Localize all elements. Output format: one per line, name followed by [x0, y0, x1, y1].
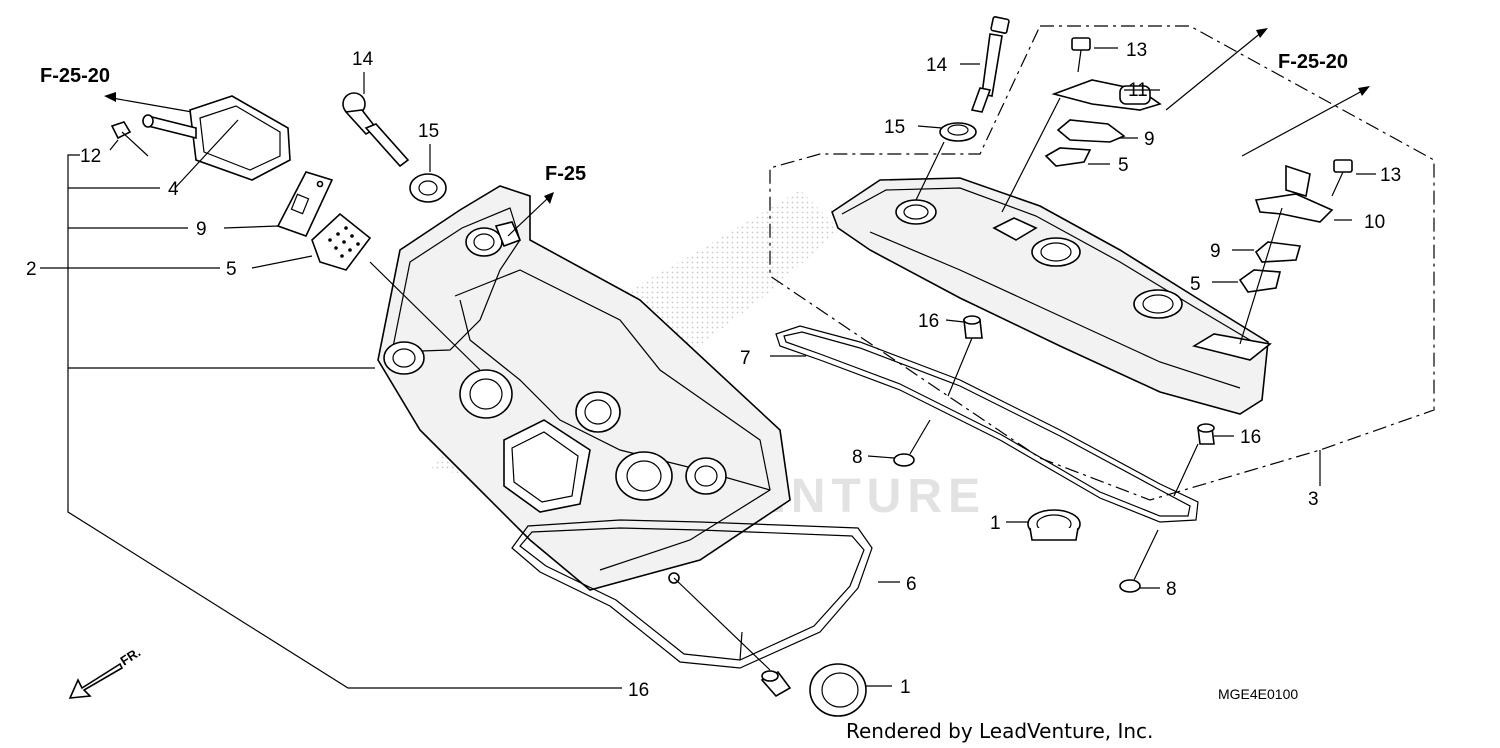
part-12-bolt: [109, 121, 149, 157]
part-15-left-grommet: [409, 144, 447, 203]
callout-16-bottom: 16: [628, 680, 649, 701]
callout-15-right: 15: [884, 117, 905, 138]
part-16-bottom-left: [673, 577, 792, 698]
part-10-pipe: [1254, 164, 1352, 223]
part-13-upper: [1071, 37, 1118, 73]
callout-16-right-top: 16: [918, 311, 939, 332]
part-9-upper-right: [1056, 119, 1138, 143]
callout-5-top-right: 5: [1118, 155, 1129, 176]
part-1-bottom-seal: [809, 663, 892, 717]
part-14-right-bolt: [960, 16, 1010, 113]
part-11-pipe: [1051, 79, 1162, 111]
bracket-2: [40, 154, 622, 689]
front-direction-arrow: FR.: [68, 645, 143, 699]
callout-5-mid-right: 5: [1190, 274, 1201, 295]
callout-5-left: 5: [226, 259, 237, 280]
leaders-center-left: [223, 225, 900, 583]
callout-12: 12: [80, 146, 101, 167]
left-cylinder-head-cover: [377, 185, 791, 591]
part-5-left: [311, 212, 372, 271]
callout-13-top: 13: [1126, 40, 1147, 61]
part-5-upper-right: [1044, 147, 1110, 167]
callout-1-bottom: 1: [900, 677, 911, 698]
callout-13-mid: 13: [1380, 165, 1401, 186]
callout-3: 3: [1308, 489, 1319, 510]
part-14-left-bolt: [342, 72, 410, 168]
callout-8-bottom: 8: [1166, 579, 1177, 600]
part-4-housing: [142, 95, 291, 189]
callout-2: 2: [26, 259, 37, 280]
bracket-3: [769, 25, 1435, 501]
part-1-right-seal: [1006, 509, 1081, 541]
part-8-lower: [1119, 529, 1160, 593]
callout-14-left: 14: [352, 49, 374, 70]
callout-7: 7: [740, 348, 751, 369]
callout-9-left: 9: [196, 219, 207, 240]
callout-4: 4: [168, 179, 179, 200]
callout-11: 11: [1128, 80, 1148, 101]
callout-8-top: 8: [852, 447, 863, 468]
callout-10: 10: [1364, 212, 1385, 233]
part-15-right: [917, 122, 977, 142]
part-13-mid-right: [1331, 159, 1376, 197]
label-center-f25: F-25: [545, 163, 586, 185]
callout-14-right: 14: [926, 55, 948, 76]
callout-16-right: 16: [1240, 427, 1261, 448]
label-left-f25-20: F-25-20: [40, 65, 110, 87]
left-reference-arrow: [104, 92, 193, 113]
part-9-left: [276, 171, 334, 237]
part-7-right-gasket: [775, 325, 1199, 523]
right-cylinder-head-cover: [831, 177, 1272, 415]
callout-1-right: 1: [990, 513, 1001, 534]
part-8-upper: [867, 419, 931, 467]
callout-6: 6: [906, 574, 917, 595]
callout-9-mid-right: 9: [1210, 241, 1221, 262]
part-16-right-upper: [945, 315, 983, 397]
right-reference-arrow: [1165, 28, 1370, 157]
center-reference-arrow: [507, 192, 554, 237]
part-5-mid-right: [1212, 269, 1282, 293]
render-credit: Rendered by LeadVenture, Inc.: [846, 719, 1153, 743]
diagram-code: MGE4E0100: [1218, 686, 1298, 702]
callout-15-left: 15: [418, 121, 439, 142]
part-16-right-lower: [1173, 423, 1234, 497]
label-right-f25-20: F-25-20: [1278, 51, 1348, 73]
callout-9-top-right: 9: [1144, 129, 1155, 150]
leaders-right: [770, 97, 1283, 357]
